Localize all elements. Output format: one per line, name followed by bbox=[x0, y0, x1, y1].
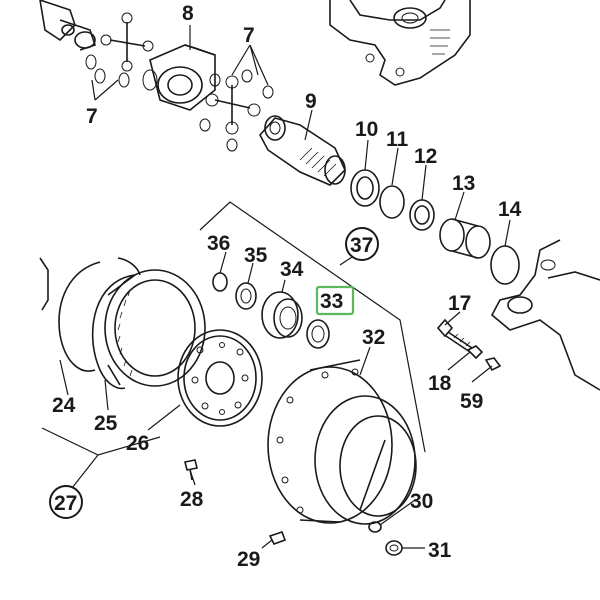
callout-34: 34 bbox=[280, 258, 304, 281]
callout-29: 29 bbox=[237, 548, 260, 571]
leader-lines bbox=[41, 25, 511, 549]
callout-32: 32 bbox=[362, 326, 385, 349]
callout-27: 27 bbox=[54, 492, 77, 515]
callout-14: 14 bbox=[498, 198, 522, 221]
callout-36: 36 bbox=[207, 232, 230, 255]
callout-7a: 7 bbox=[86, 105, 98, 128]
callout-30: 30 bbox=[410, 490, 433, 513]
callout-27-circle bbox=[49, 485, 83, 519]
callout-59: 59 bbox=[460, 390, 483, 413]
callout-37-circle bbox=[345, 227, 379, 261]
callout-13: 13 bbox=[452, 172, 475, 195]
part-18-nut-drawing bbox=[466, 345, 484, 360]
steering-knuckle-drawing bbox=[490, 239, 600, 391]
callout-18: 18 bbox=[428, 372, 452, 395]
part-11-ring-drawing bbox=[379, 185, 405, 219]
callout-12: 12 bbox=[414, 145, 437, 168]
part-32-hub-drawing bbox=[267, 359, 417, 525]
part-10-ring-drawing bbox=[350, 169, 380, 207]
part-25-ring-gear-drawing bbox=[39, 257, 206, 390]
part-31-plug-drawing bbox=[385, 540, 403, 556]
callout-25: 25 bbox=[94, 412, 118, 435]
axle-housing-drawing bbox=[329, 0, 471, 86]
callout-10: 10 bbox=[355, 118, 378, 141]
part-9-shaft-drawing bbox=[259, 115, 346, 186]
callout-24: 24 bbox=[52, 394, 76, 417]
callout-33: 33 bbox=[320, 290, 343, 313]
callout-31: 31 bbox=[428, 539, 452, 562]
part-35-gear-drawing bbox=[235, 282, 257, 310]
callout-26: 26 bbox=[126, 432, 149, 455]
part-34-gear-drawing bbox=[261, 291, 303, 339]
part-13-sleeve-drawing bbox=[439, 218, 491, 259]
callout-28: 28 bbox=[180, 488, 204, 511]
part-33-ring-drawing bbox=[306, 319, 330, 349]
part-14-snap-ring-drawing bbox=[490, 245, 520, 285]
callout-17: 17 bbox=[448, 292, 471, 315]
part-24-ring-drawing bbox=[58, 261, 101, 372]
part-30-oring-drawing bbox=[368, 521, 382, 533]
callout-37: 37 bbox=[350, 234, 373, 257]
callout-35: 35 bbox=[244, 244, 268, 267]
part-59-pin-drawing bbox=[484, 357, 502, 372]
part-28-bolt-drawing bbox=[184, 459, 198, 481]
callout-11: 11 bbox=[386, 128, 409, 151]
yoke-assembly-drawing bbox=[39, 0, 154, 88]
highlight-box-33 bbox=[315, 285, 355, 316]
callout-8: 8 bbox=[182, 2, 194, 25]
callout-9: 9 bbox=[305, 90, 317, 113]
part-12-ring-drawing bbox=[409, 199, 435, 231]
part-8-drawing bbox=[142, 44, 216, 111]
u-joint-2-drawing bbox=[199, 69, 274, 152]
part-29-bolt-drawing bbox=[268, 530, 287, 545]
part-26-carrier-drawing bbox=[177, 329, 263, 427]
callout-7b: 7 bbox=[243, 24, 255, 47]
part-17-bolt-drawing bbox=[436, 318, 473, 353]
part-36-ring-drawing bbox=[212, 272, 228, 292]
